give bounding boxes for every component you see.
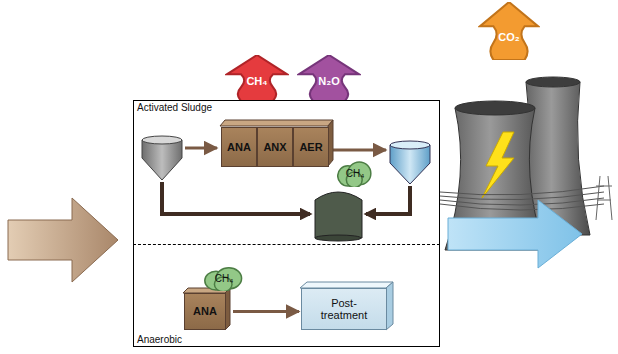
effluent-arrow: [448, 200, 582, 268]
node-label: ANA: [193, 305, 217, 317]
process-region: Activated SludgeANA ANX AER CH₄: [133, 100, 440, 245]
influent-arrow: [8, 198, 118, 282]
post-treatment-side: [386, 282, 393, 330]
node-label: CH₄: [215, 273, 234, 284]
arrow-outline: [480, 2, 538, 60]
emission-arrow: CH₄: [225, 55, 289, 101]
digester: [315, 192, 362, 238]
emission-arrow: N₂O: [297, 55, 361, 101]
biogas-bubble: CH₄: [337, 159, 373, 187]
reactor-tank: AER: [293, 127, 329, 167]
sludge-line: [162, 182, 310, 214]
process-region: Anaerobic ANA CH₄ Post-treatment: [133, 245, 440, 347]
node-label: CH₄: [346, 168, 365, 179]
secondary-clarifier: [390, 141, 430, 184]
flow-arrow: [185, 147, 217, 150]
node-label: ANA: [227, 141, 251, 153]
reactor-tank: ANA: [184, 293, 226, 330]
sludge-line: [366, 186, 410, 214]
reactor-tank: ANA: [221, 127, 257, 167]
node-label: CO₂: [498, 31, 519, 43]
node-label: Post-treatment: [313, 297, 375, 321]
biogas-bubble: CH₄: [204, 265, 244, 291]
tank-top: [220, 120, 333, 126]
reactor-tank: ANX: [257, 127, 293, 167]
node-label: AER: [299, 141, 322, 153]
post-treatment-box: Post-treatment: [301, 288, 387, 330]
power-lines: [440, 176, 612, 220]
region-label: Activated Sludge: [134, 101, 215, 114]
node-label: N₂O: [318, 75, 339, 87]
flow-connector: [233, 310, 299, 313]
arrow-outline: [227, 55, 287, 101]
flow-arrow: [332, 149, 386, 152]
node-label: CH₄: [246, 75, 267, 87]
region-label: Anaerobic: [134, 333, 185, 346]
primary-clarifier: [142, 136, 182, 180]
node-label: ANX: [263, 141, 286, 153]
emission-arrow: CO₂: [478, 2, 540, 60]
lightning-bolt: [482, 132, 514, 198]
arrow-outline: [299, 55, 359, 101]
